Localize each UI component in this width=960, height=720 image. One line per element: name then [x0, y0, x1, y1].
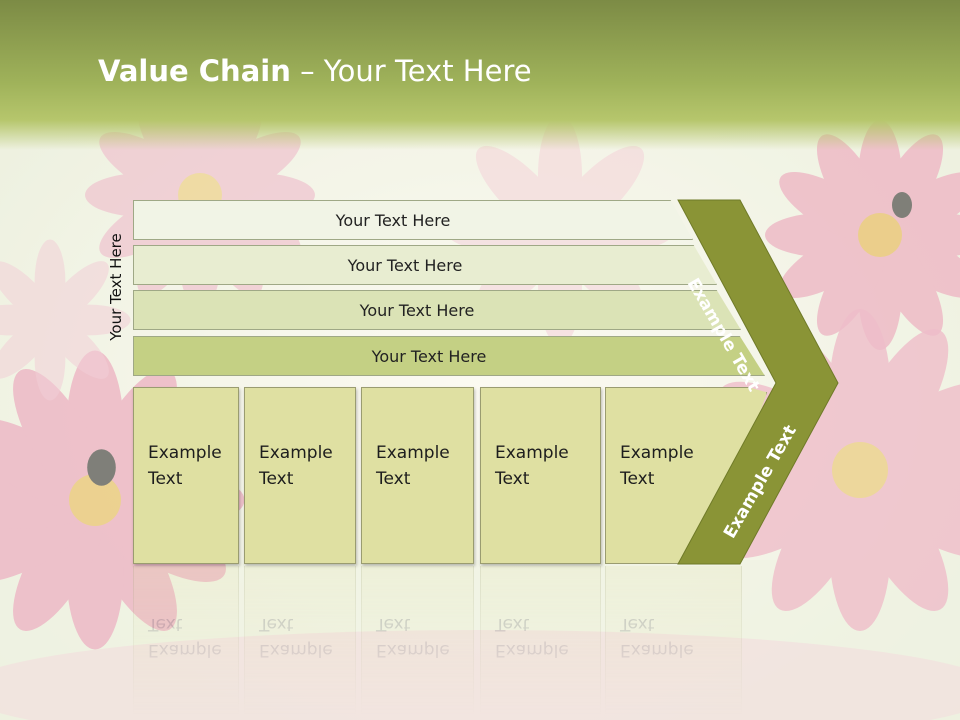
support-row-4: Your Text Here	[133, 336, 765, 376]
box-line2: Text	[620, 469, 655, 489]
box-line1: Example	[148, 443, 222, 463]
support-row-label: Your Text Here	[371, 346, 487, 366]
reflection-box: Example Text	[133, 564, 239, 716]
side-vertical-label: Your Text Here	[104, 222, 128, 352]
reflection-line2: Text	[376, 614, 411, 634]
reflection-text: Example Text	[620, 611, 694, 663]
reflection-box: Example Text	[480, 564, 601, 716]
box-line2: Text	[495, 469, 530, 489]
support-row-3: Your Text Here	[133, 290, 741, 330]
reflection-box: Example Text	[244, 564, 356, 716]
reflection-line2: Text	[259, 614, 294, 634]
support-row-label: Your Text Here	[359, 300, 475, 320]
reflection-box: Example Text	[605, 564, 742, 716]
box-line1: Example	[620, 443, 694, 463]
support-row-2: Your Text Here	[133, 245, 717, 285]
support-row-label: Your Text Here	[335, 210, 451, 230]
reflection-box: Example Text	[361, 564, 474, 716]
reflection-line1: Example	[495, 640, 569, 660]
reflection-line1: Example	[620, 640, 694, 660]
reflection-line2: Text	[495, 614, 530, 634]
reflection-text: Example Text	[376, 611, 450, 663]
box-line2: Text	[259, 469, 294, 489]
reflection-text: Example Text	[259, 611, 333, 663]
box-line1: Example	[259, 443, 333, 463]
reflection-line2: Text	[620, 614, 655, 634]
reflection-line1: Example	[259, 640, 333, 660]
support-row-label: Your Text Here	[347, 255, 463, 275]
reflection-text: Example Text	[495, 611, 569, 663]
title-bold: Value Chain	[98, 54, 291, 88]
reflection-line1: Example	[376, 640, 450, 660]
reflection-line1: Example	[148, 640, 222, 660]
side-label-text: Your Text Here	[107, 233, 125, 341]
diagram-reflection: Example Text Example Text Example Text Exam…	[133, 564, 833, 716]
box-line2: Text	[376, 469, 411, 489]
title-rest: – Your Text Here	[290, 54, 532, 88]
box-line2: Text	[148, 469, 183, 489]
reflection-line2: Text	[148, 614, 183, 634]
reflection-text: Example Text	[148, 611, 222, 663]
support-row-1: Your Text Here	[133, 200, 693, 240]
slide-title: Value Chain – Your Text Here	[98, 54, 532, 88]
box-line1: Example	[495, 443, 569, 463]
title-band	[0, 0, 960, 150]
margin-chevron	[677, 199, 839, 565]
box-line1: Example	[376, 443, 450, 463]
